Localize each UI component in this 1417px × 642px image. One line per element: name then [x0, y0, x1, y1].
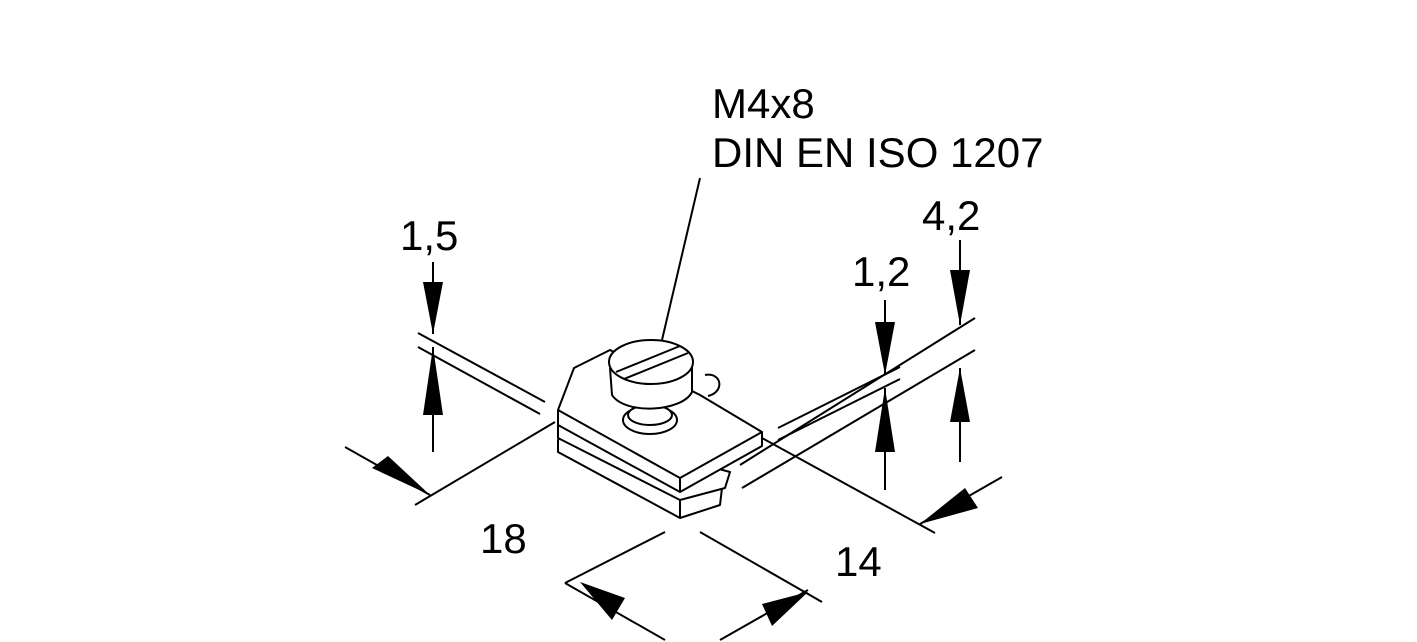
callout-leader — [661, 177, 701, 341]
length-right-label: 14 — [835, 538, 882, 585]
thickness-right-label: 1,2 — [852, 248, 910, 295]
screw-head — [608, 339, 694, 385]
screw-standard: DIN EN ISO 1207 — [712, 129, 1043, 176]
thickness-left-label: 1,5 — [400, 212, 458, 259]
screw-designation: M4x8 — [712, 80, 815, 127]
length-left-label: 18 — [480, 515, 527, 562]
right-wire-lower — [739, 317, 976, 489]
left-wire — [417, 332, 546, 415]
dimension-thickness-left: 1,5 — [400, 212, 458, 452]
dimension-thickness-right: 1,2 — [852, 248, 910, 490]
screw — [608, 339, 721, 435]
height-right-label: 4,2 — [922, 192, 980, 239]
dimension-length-left: 18 — [344, 421, 666, 641]
dimension-length-right: 14 — [699, 437, 1003, 641]
dimension-height-right: 4,2 — [922, 192, 980, 462]
